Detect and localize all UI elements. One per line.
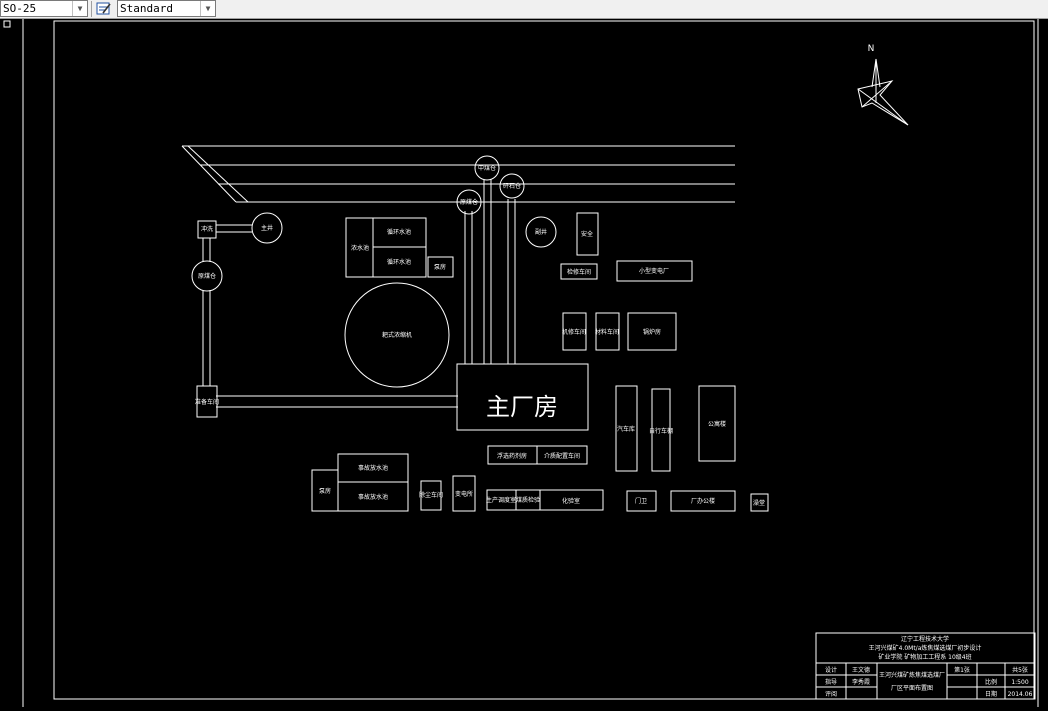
label-jiance2: 煤质检验 xyxy=(516,496,540,504)
cad-drawing: N 中煤仓 矸石仓 原煤仓 主井 副井 冲洗 原煤仓 浓水池 循环水池 循环水池… xyxy=(3,19,1039,707)
label-chemian: 汽车库 xyxy=(617,425,635,433)
label-medium: 介质配置车间 xyxy=(544,452,580,460)
label-shigu2: 事故放水池 xyxy=(358,493,388,501)
label-main-building: 主厂房 xyxy=(486,393,558,421)
chevron-down-icon[interactable]: ▼ xyxy=(72,1,87,16)
tb-role-review: 评阅 xyxy=(825,690,837,698)
label-biandian: 变电所 xyxy=(455,490,473,498)
label-anquan: 安全 xyxy=(581,230,593,238)
tb-sheet: 第1张 xyxy=(954,666,970,674)
tb-date-label: 日期 xyxy=(985,690,997,698)
label-zhunbei: 准备车间 xyxy=(195,398,219,406)
dimension-style-value: SO-25 xyxy=(3,2,37,15)
fujing-circle xyxy=(525,216,557,248)
ucs-marker xyxy=(3,20,11,28)
label-yanmei: 除尘车间 xyxy=(419,491,443,499)
text-style-value: Standard xyxy=(120,2,173,15)
thickener-circle xyxy=(344,282,450,388)
label-zhongmeicang: 中煤仓 xyxy=(478,164,496,172)
label-guolu: 锅炉房 xyxy=(643,328,661,336)
label-shigu1: 事故放水池 xyxy=(358,464,388,472)
label-jiance: 检修车间 xyxy=(567,268,591,276)
label-xunhuan2: 循环水池 xyxy=(387,258,411,266)
label-bengfang2: 泵房 xyxy=(319,487,331,495)
label-zhumeicang: 原煤仓 xyxy=(198,272,216,280)
label-shitang: 自行车棚 xyxy=(649,427,673,435)
label-chongdi: 冲洗 xyxy=(201,225,213,233)
north-arrow-icon xyxy=(857,58,909,126)
jiance-box xyxy=(560,263,598,280)
label-bangong: 厂办公楼 xyxy=(691,497,715,505)
zhujing-circle xyxy=(251,212,283,244)
label-xunhuan1: 循环水池 xyxy=(387,228,411,236)
label-cailiao: 材料车间 xyxy=(595,328,619,336)
label-gongyu: 公寓楼 xyxy=(708,420,726,428)
label-zaotang: 澡堂 xyxy=(753,499,765,507)
tb-total: 共5张 xyxy=(1012,666,1028,674)
yanmei-box xyxy=(420,480,442,511)
tb-role-design: 设计 xyxy=(825,666,837,674)
label-zhujing: 主井 xyxy=(261,224,273,232)
chevron-down-icon[interactable]: ▼ xyxy=(200,1,215,16)
yuanmeicang-silo xyxy=(456,189,482,215)
tb-project: 王河兴煤矿4.0Mt/a炼焦煤选煤厂初步设计 xyxy=(869,644,982,652)
zhongmeicang-silo xyxy=(474,155,500,181)
dimension-style-dropdown[interactable]: SO-25 ▼ xyxy=(0,0,88,17)
label-reagent: 浮选药剂房 xyxy=(497,452,527,460)
cailiao-box xyxy=(595,312,620,351)
menwei-box xyxy=(626,490,657,512)
zaotang-box xyxy=(750,493,769,512)
toolbar-separator xyxy=(91,1,92,17)
anquan-box xyxy=(576,212,599,256)
tb-org: 辽宁工程技术大学 xyxy=(901,635,949,643)
toolbar: SO-25 ▼ Standard ▼ xyxy=(0,0,1048,19)
label-thickener: 耙式浓缩机 xyxy=(382,331,412,339)
tb-name-design: 王文德 xyxy=(852,666,870,674)
tb-date-value: 2014.06 xyxy=(1008,691,1033,698)
xiaoxing-box xyxy=(616,260,693,282)
tb-dwg-name-1: 王河兴煤矿炼焦煤选煤厂 xyxy=(879,671,945,679)
shitang-box xyxy=(651,388,671,472)
bengfang2-box xyxy=(311,469,339,512)
guolu-box xyxy=(627,312,677,351)
conveyors xyxy=(202,179,516,408)
zhunbei-box xyxy=(196,385,218,418)
label-menwei: 门卫 xyxy=(635,497,647,505)
label-yuanmeicang: 原煤仓 xyxy=(460,198,478,206)
bangong-box xyxy=(670,490,736,512)
tb-scale-label: 比例 xyxy=(985,678,997,686)
label-xishuichi: 浓水池 xyxy=(351,244,369,252)
drawing-canvas[interactable]: N 中煤仓 矸石仓 原煤仓 主井 副井 冲洗 原煤仓 浓水池 循环水池 循环水池… xyxy=(0,19,1048,707)
label-shengchan: 生产调度室 xyxy=(486,496,516,504)
label-bengfang1: 泵房 xyxy=(434,263,446,271)
label-xiaoxing: 小型变电厂 xyxy=(639,267,669,275)
biandian-box xyxy=(452,475,476,512)
main-building-box xyxy=(456,363,589,431)
jixiu-box xyxy=(562,312,587,351)
railway-tracks xyxy=(181,145,735,203)
bengfang1-box xyxy=(427,256,454,278)
drawing-border xyxy=(53,20,1035,700)
title-block xyxy=(815,632,1036,700)
tb-name-guide: 李秀霞 xyxy=(852,678,870,686)
zhumeicang-circle xyxy=(191,260,223,292)
chemian-box xyxy=(615,385,638,472)
tb-role-guide: 指导 xyxy=(825,678,837,686)
lab-group xyxy=(486,489,604,511)
gongyu-box xyxy=(698,385,736,462)
label-huayan: 化验室 xyxy=(562,497,580,505)
text-style-dropdown[interactable]: Standard ▼ xyxy=(117,0,216,17)
tb-scale-value: 1:500 xyxy=(1011,679,1028,686)
label-jixiu: 机修车间 xyxy=(562,328,586,336)
chongdi-box xyxy=(197,220,217,239)
text-style-icon[interactable] xyxy=(96,1,112,16)
label-fujing: 副井 xyxy=(535,228,547,236)
tb-dept: 矿业学院 矿物加工工程系 10级4班 xyxy=(878,653,971,661)
north-label: N xyxy=(868,44,875,54)
tb-dwg-name-2: 厂区平面布置图 xyxy=(891,684,933,692)
label-ganshicang: 矸石仓 xyxy=(503,182,521,190)
ganshicang-silo xyxy=(499,173,525,199)
